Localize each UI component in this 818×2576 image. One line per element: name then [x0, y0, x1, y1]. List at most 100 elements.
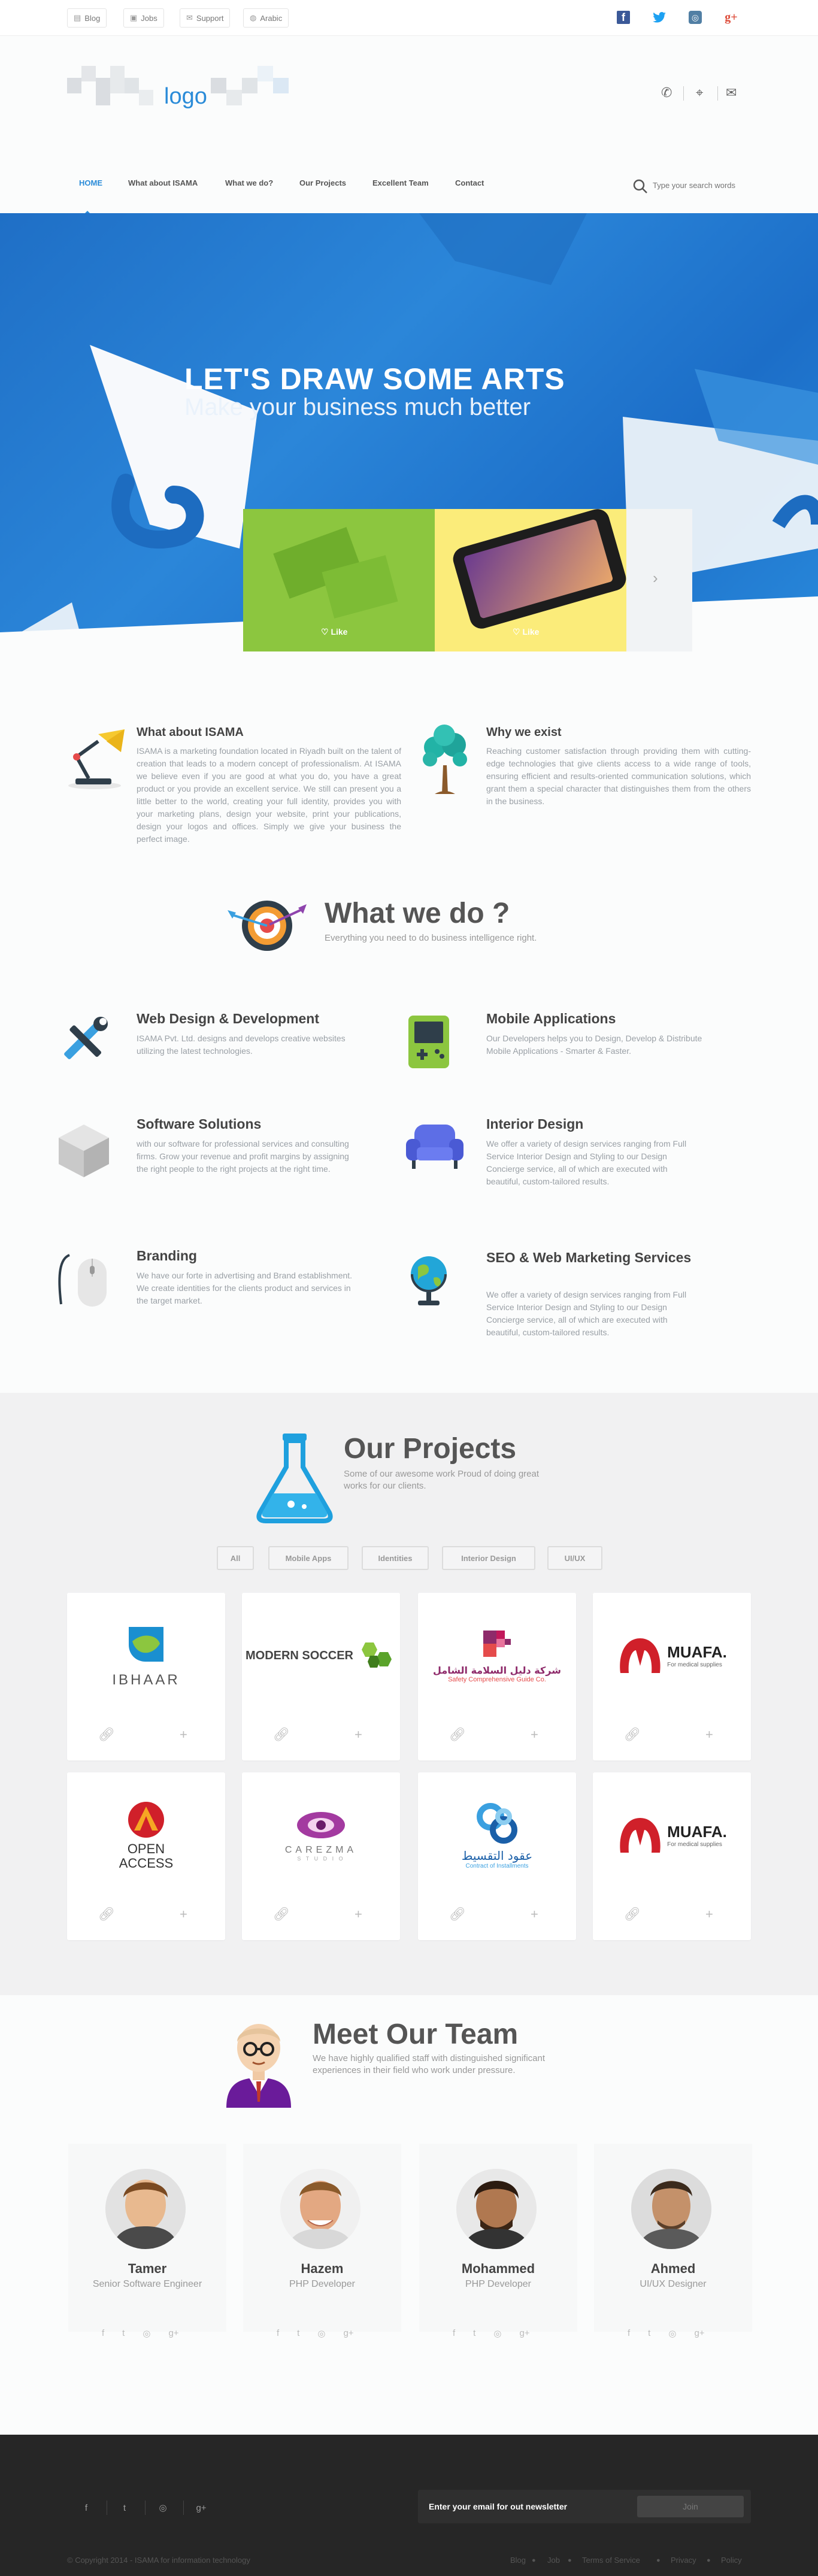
topbar-link-jobs[interactable]: ▣Jobs	[123, 8, 164, 28]
facebook-icon[interactable]: f	[102, 2328, 105, 2338]
footer-link-policy[interactable]: Policy	[721, 2556, 742, 2565]
slide-2[interactable]: ♡ Like	[435, 506, 629, 651]
nav-excellent-team[interactable]: Excellent Team	[372, 178, 429, 187]
service-title: Interior Design	[486, 1116, 584, 1132]
divider	[683, 86, 684, 101]
nav-what-we-do[interactable]: What we do?	[225, 178, 274, 187]
facebook-icon[interactable]: f	[612, 6, 635, 29]
nav-contact[interactable]: Contact	[455, 178, 484, 187]
link-icon[interactable]: 🔗︎	[624, 1727, 641, 1742]
google-plus-icon[interactable]: g+	[343, 2328, 354, 2338]
service-title: Branding	[137, 1248, 197, 1263]
plus-icon[interactable]: +	[180, 1907, 187, 1922]
nav-home[interactable]: HOME	[79, 178, 102, 187]
twitter-icon[interactable]: t	[297, 2328, 300, 2338]
plus-icon[interactable]: +	[180, 1727, 187, 1742]
plus-icon[interactable]: +	[531, 1727, 538, 1742]
like-button[interactable]: ♡ Like	[513, 627, 540, 637]
link-icon[interactable]: 🔗︎	[273, 1907, 290, 1922]
filter-mobile-apps[interactable]: Mobile Apps	[268, 1546, 349, 1570]
footer-link-blog[interactable]: Blog	[510, 2556, 526, 2565]
twitter-icon[interactable]: t	[473, 2328, 476, 2338]
google-plus-icon[interactable]: g+	[519, 2328, 530, 2338]
service-text: Our Developers helps you to Design, Deve…	[486, 1034, 702, 1056]
gameboy-icon	[405, 1013, 453, 1071]
topbar-link-blog[interactable]: ▤Blog	[67, 8, 107, 28]
team-member-role: UI/UX Designer	[640, 2279, 707, 2289]
service-text: We have our forte in advertising and Bra…	[137, 1271, 353, 1305]
plus-icon[interactable]: +	[355, 1907, 362, 1922]
footer-link-privacy[interactable]: Privacy	[671, 2556, 696, 2565]
projects-title: Our Projects	[344, 1433, 517, 1465]
facebook-icon[interactable]: f	[277, 2328, 280, 2338]
project-card[interactable]: IBHAAR 🔗︎ +	[67, 1593, 225, 1760]
project-card[interactable]: MUAFA. For medical supplies 🔗︎ +	[593, 1772, 751, 1940]
topbar-link-arabic[interactable]: ◍Arabic	[243, 8, 289, 28]
project-logo: CAREZMA S T U D I O	[242, 1772, 400, 1898]
twitter-icon[interactable]	[648, 6, 671, 29]
twitter-icon[interactable]: t	[648, 2328, 651, 2338]
service-title: Software Solutions	[137, 1116, 262, 1132]
search-icon[interactable]	[632, 178, 648, 197]
service-text: We offer a variety of design services ra…	[486, 1139, 687, 1186]
globe-icon	[405, 1250, 453, 1308]
link-icon[interactable]: 🔗︎	[98, 1907, 115, 1922]
google-plus-icon[interactable]: g+	[725, 10, 738, 24]
link-icon[interactable]: 🔗︎	[273, 1727, 290, 1742]
filter-ui-ux[interactable]: UI/UX	[547, 1546, 602, 1570]
twitter-icon[interactable]: t	[122, 2328, 125, 2338]
facebook-icon[interactable]: f	[84, 2502, 88, 2513]
instagram-icon[interactable]: ◎	[668, 2329, 677, 2339]
separator-dot: ●	[707, 2557, 711, 2564]
google-plus-icon[interactable]: g+	[196, 2502, 207, 2513]
separator-dot: ●	[656, 2557, 661, 2564]
instagram-icon[interactable]: ◎	[317, 2329, 326, 2339]
google-plus-icon[interactable]: g+	[694, 2328, 705, 2338]
briefcase-icon: ▣	[130, 13, 138, 22]
project-card[interactable]: MODERN SOCCER 🔗︎ +	[242, 1593, 400, 1760]
link-icon[interactable]: 🔗︎	[624, 1907, 641, 1922]
chevron-right-icon[interactable]: ›	[653, 569, 658, 587]
topbar-link-support[interactable]: ✉Support	[180, 8, 231, 28]
twitter-icon[interactable]: t	[123, 2502, 126, 2513]
project-card[interactable]: شركة دليل السلامة الشامل Safety Comprehe…	[418, 1593, 576, 1760]
logo[interactable]: logo	[67, 54, 307, 120]
plus-icon[interactable]: +	[355, 1727, 362, 1742]
plus-icon[interactable]: +	[705, 1727, 713, 1742]
instagram-icon[interactable]: ◎	[493, 2329, 502, 2339]
footer-link-terms[interactable]: Terms of Service	[582, 2556, 640, 2565]
project-card[interactable]: CAREZMA S T U D I O 🔗︎ +	[242, 1772, 400, 1940]
plus-icon[interactable]: +	[705, 1907, 713, 1922]
slide-1[interactable]: ♡ Like	[243, 509, 435, 651]
instagram-icon[interactable]: ◎	[684, 6, 707, 29]
tree-icon	[417, 723, 473, 798]
facebook-icon[interactable]: f	[628, 2328, 631, 2338]
newsletter-email-input[interactable]	[429, 2498, 632, 2515]
like-button[interactable]: ♡ Like	[321, 627, 348, 637]
facebook-icon[interactable]: f	[453, 2328, 456, 2338]
filter-all[interactable]: All	[217, 1546, 254, 1570]
envelope-icon[interactable]: ✉	[726, 85, 737, 100]
footer-link-job[interactable]: Job	[547, 2556, 560, 2565]
project-card[interactable]: OPEN ACCESS 🔗︎ +	[67, 1772, 225, 1940]
plus-icon[interactable]: +	[531, 1907, 538, 1922]
team-card: Mohammed PHP Developer	[419, 2144, 577, 2332]
link-icon[interactable]: 🔗︎	[449, 1727, 466, 1742]
location-pin-icon[interactable]: ⌖	[696, 85, 704, 100]
google-plus-icon[interactable]: g+	[168, 2328, 179, 2338]
link-icon[interactable]: 🔗︎	[449, 1907, 466, 1922]
search-input[interactable]	[653, 177, 761, 193]
newsletter-join-button[interactable]: Join	[637, 2496, 744, 2517]
project-card[interactable]: MUAFA. For medical supplies 🔗︎ +	[593, 1593, 751, 1760]
instagram-icon[interactable]: ◎	[159, 2503, 167, 2513]
project-logo: IBHAAR	[67, 1593, 225, 1719]
slide-next[interactable]: ›	[626, 509, 692, 651]
phone-icon[interactable]: ✆	[661, 85, 672, 100]
instagram-icon[interactable]: ◎	[143, 2329, 151, 2339]
filter-identities[interactable]: Identities	[362, 1546, 429, 1570]
nav-our-projects[interactable]: Our Projects	[299, 178, 347, 187]
project-card[interactable]: عقود التقسيط Contract of Installments 🔗︎…	[418, 1772, 576, 1940]
link-icon[interactable]: 🔗︎	[98, 1727, 115, 1742]
filter-interior-design[interactable]: Interior Design	[442, 1546, 535, 1570]
nav-what-about-isama[interactable]: What about ISAMA	[128, 178, 198, 187]
